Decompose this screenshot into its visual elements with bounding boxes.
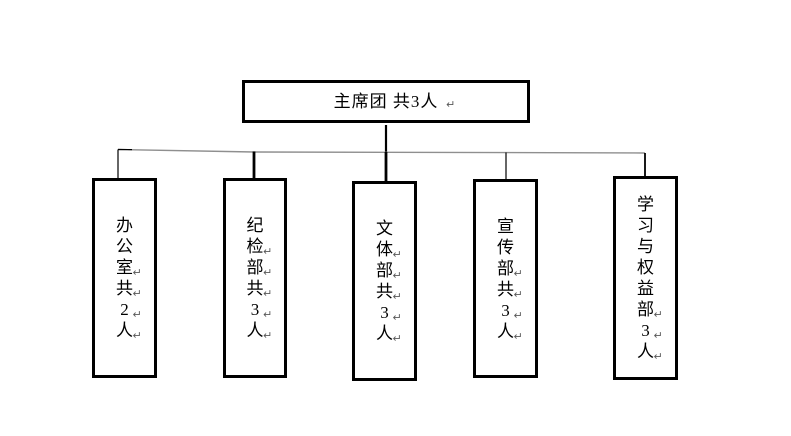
line-break-mark: ↵	[446, 97, 457, 111]
text-line: 部↵	[616, 299, 675, 320]
text-line: 共↵	[476, 279, 535, 300]
text-line: 部↵	[355, 260, 414, 281]
text-line: 人↵	[226, 320, 284, 341]
text-line: 检↵	[226, 236, 284, 257]
text-line: 3↵	[476, 300, 535, 321]
text-line: 宣	[476, 216, 535, 237]
connector-horizontal-rail	[117, 148, 646, 154]
line-break-mark: ↵	[263, 266, 273, 279]
line-break-mark: ↵	[392, 311, 402, 324]
text: 检	[246, 237, 264, 256]
text: 3	[250, 300, 260, 319]
line-break-mark: ↵	[132, 329, 142, 342]
line-break-mark: ↵	[132, 308, 142, 321]
text: 人	[376, 324, 393, 343]
line-break-mark: ↵	[263, 287, 273, 300]
text: 人	[246, 321, 264, 340]
text: 学	[637, 195, 654, 214]
text-line: 人↵	[616, 341, 675, 362]
org-box-culture-sports: 文体↵部↵共↵3↵人↵	[352, 181, 417, 381]
text: 人	[637, 342, 654, 361]
text-line: 3↵	[355, 302, 414, 323]
text-line: 公	[95, 236, 154, 257]
line-break-mark: ↵	[513, 266, 523, 280]
text-line: 人↵	[355, 323, 414, 344]
text: 部	[376, 261, 393, 280]
text-line: 习	[616, 215, 675, 236]
line-break-mark: ↵	[132, 266, 142, 279]
text: 益	[637, 279, 654, 298]
line-break-mark: ↵	[263, 329, 273, 342]
text-line: 部↵	[476, 258, 535, 279]
text-line: 3↵	[616, 320, 675, 341]
text: 习	[637, 216, 654, 235]
text: 权	[637, 258, 654, 277]
text: 共	[497, 279, 514, 299]
text-line: 主席团 共3人 ↵	[245, 91, 527, 113]
text: 文	[376, 219, 393, 238]
text: 宣	[497, 216, 514, 236]
org-box-discipline-inspection: 纪检↵部↵共↵3↵人↵	[223, 178, 287, 378]
line-break-mark: ↵	[513, 308, 523, 322]
text-line: 人↵	[476, 321, 535, 342]
text: 共	[376, 282, 393, 301]
text: 公	[116, 237, 133, 256]
text: 纪	[246, 216, 264, 235]
line-break-mark: ↵	[653, 308, 663, 321]
text-line: 纪	[226, 215, 284, 236]
text-line: 人↵	[95, 320, 154, 341]
text: 3	[641, 321, 650, 340]
text: 室	[116, 258, 133, 277]
text: 3	[501, 300, 510, 320]
text: 传	[497, 237, 514, 257]
text-line: 权	[616, 257, 675, 278]
text-line: 体↵	[355, 239, 414, 260]
line-break-mark: ↵	[132, 287, 142, 300]
text-line: 传	[476, 237, 535, 258]
org-box-publicity: 宣传部↵共↵3↵人↵	[473, 179, 538, 378]
line-break-mark: ↵	[653, 329, 663, 342]
text-line: 与	[616, 236, 675, 257]
line-break-mark: ↵	[392, 248, 402, 261]
text: 3	[380, 303, 389, 322]
text: 人	[497, 321, 514, 341]
line-break-mark: ↵	[263, 245, 273, 258]
line-break-mark: ↵	[392, 332, 402, 345]
text-line: 文	[355, 218, 414, 239]
org-box-office: 办公室↵共↵2↵人↵	[92, 178, 157, 378]
line-break-mark: ↵	[263, 308, 273, 321]
text-line: 益	[616, 278, 675, 299]
text: 部	[246, 258, 264, 277]
org-box-root: 主席团 共3人 ↵	[242, 80, 530, 123]
text-line: 共↵	[95, 278, 154, 299]
text-line: 共↵	[355, 281, 414, 302]
text-line: 学	[616, 194, 675, 215]
line-break-mark: ↵	[392, 269, 402, 282]
text: 共	[246, 279, 264, 298]
line-break-mark: ↵	[392, 290, 402, 303]
text: 体	[376, 240, 393, 259]
text: 人	[116, 321, 133, 340]
text: 与	[637, 237, 654, 256]
text-line: 部↵	[226, 257, 284, 278]
text: 共	[116, 279, 133, 298]
line-break-mark: ↵	[513, 287, 523, 301]
text: 部	[497, 258, 514, 278]
text-line: 共↵	[226, 278, 284, 299]
line-break-mark: ↵	[653, 350, 663, 363]
text: 主席团 共3人	[333, 91, 439, 111]
org-box-study-rights: 学习与权益部↵3↵人↵	[613, 176, 678, 380]
text-line: 办	[95, 215, 154, 236]
line-break-mark: ↵	[513, 329, 523, 343]
text: 部	[637, 300, 654, 319]
text: 办	[116, 216, 133, 235]
text-line: 3↵	[226, 299, 284, 320]
text: 2	[120, 300, 129, 319]
text-line: 2↵	[95, 299, 154, 320]
text-line: 室↵	[95, 257, 154, 278]
